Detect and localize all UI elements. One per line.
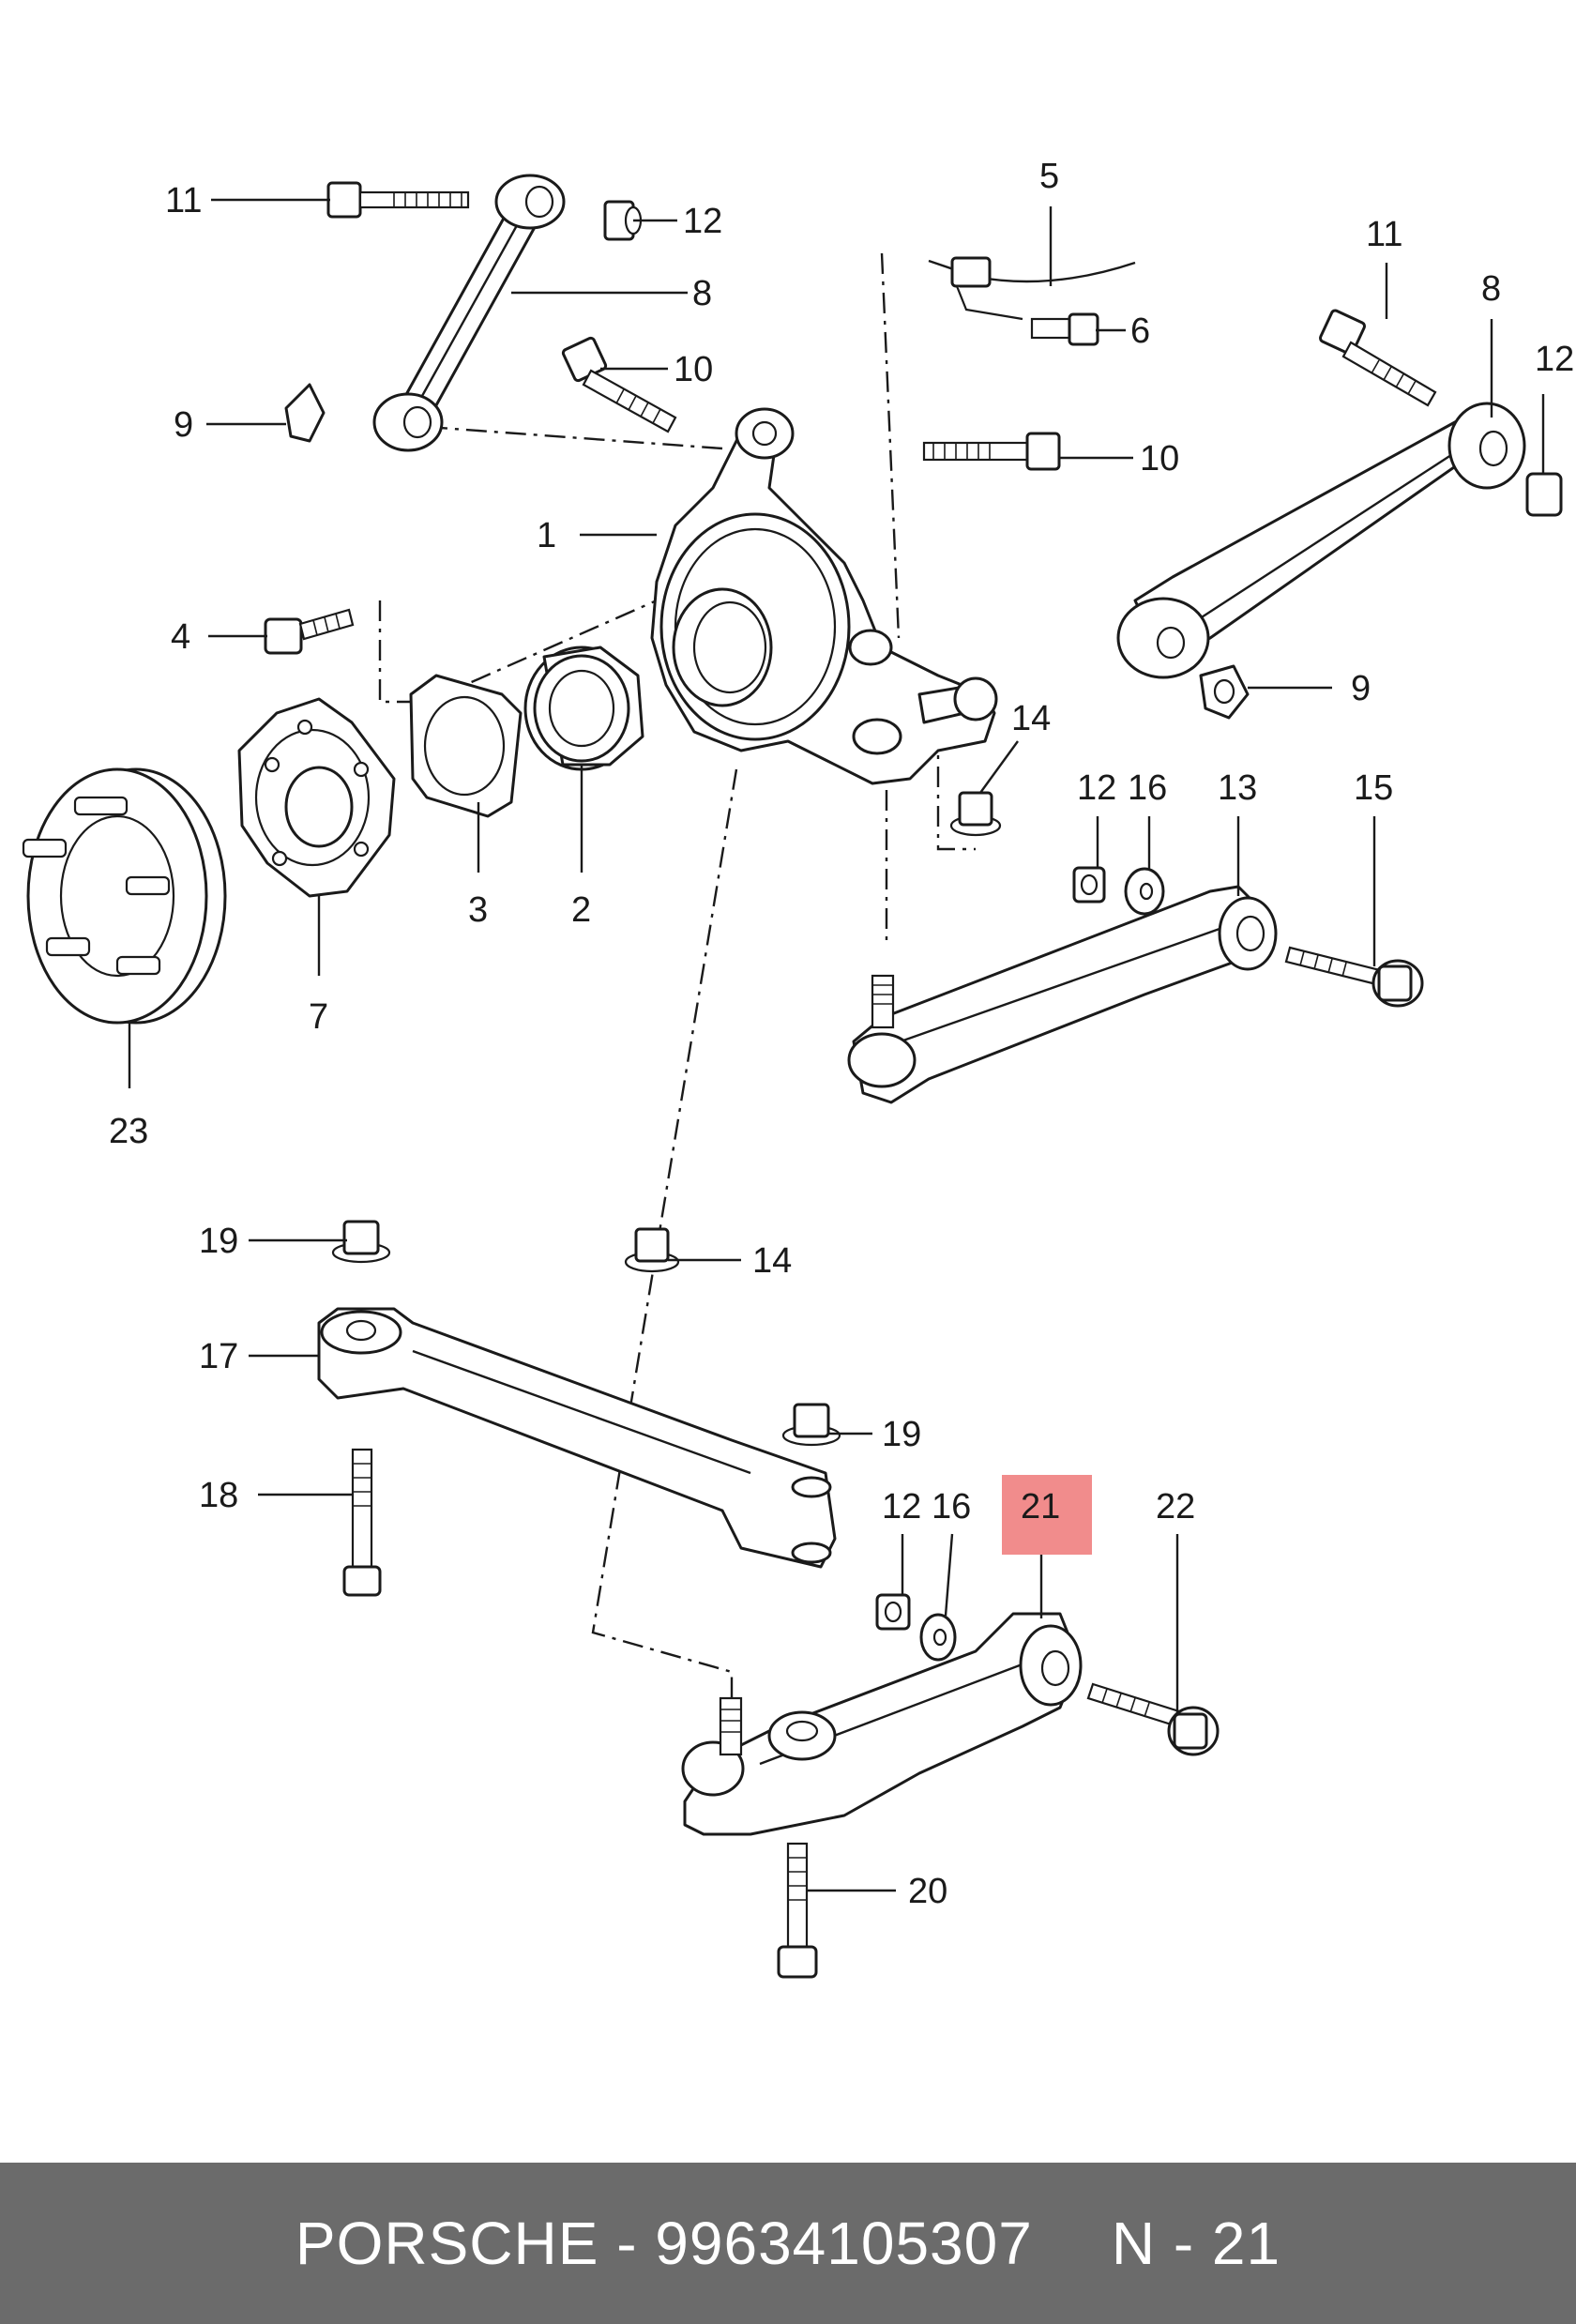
bolt-15 [1284, 946, 1424, 1008]
callout-13: 13 [1218, 768, 1257, 808]
part-number-footer: PORSCHE - 99634105307 N - 21 [0, 2163, 1576, 2324]
callout-1: 1 [537, 516, 556, 555]
callout-14-lower: 14 [752, 1241, 792, 1281]
control-arm-8-right [1116, 402, 1526, 679]
leader-lines [128, 198, 1545, 1892]
highlight-box-21 [1002, 1475, 1092, 1555]
bolt-10-right [922, 432, 1061, 471]
callout-2: 2 [571, 890, 591, 930]
callout-7: 7 [309, 997, 328, 1037]
callout-16-mid: 16 [1128, 768, 1167, 808]
callout-11-right: 11 [1366, 215, 1402, 254]
bolt-10-upper [561, 336, 677, 433]
nut-12-lower [875, 1593, 911, 1631]
assembly-lines [378, 252, 976, 1698]
diagram-reference: N - 21 [1111, 2210, 1281, 2277]
callout-labels: 11 12 8 10 9 10 5 6 1 4 3 2 7 23 14 11 8… [109, 157, 1574, 1911]
control-arm-21 [681, 1612, 1083, 1836]
callout-19-right: 19 [882, 1415, 921, 1454]
bolt-11-left [326, 181, 470, 219]
callout-6: 6 [1130, 311, 1150, 351]
suspension-exploded-diagram: 11 12 8 10 9 10 5 6 1 4 3 2 7 23 14 11 8… [22, 157, 1574, 1979]
bolt-11-right [1318, 309, 1437, 407]
callout-3: 3 [468, 890, 488, 930]
callout-16-lower: 16 [932, 1487, 971, 1527]
callout-23: 23 [109, 1112, 148, 1151]
callout-18: 18 [199, 1476, 238, 1515]
sensor-cable-5 [928, 256, 1136, 321]
hub-flange-7 [237, 697, 396, 898]
callout-14-upper: 14 [1011, 699, 1051, 738]
screw-4 [264, 608, 355, 655]
wheel-carrier-1 [650, 407, 998, 785]
washer-9-right [1199, 664, 1250, 720]
callout-22: 22 [1156, 1487, 1195, 1527]
callout-11-left: 11 [165, 181, 202, 220]
callout-21: 21 [1021, 1487, 1060, 1527]
washer-16-mid [1124, 867, 1165, 916]
callout-15: 15 [1354, 768, 1393, 808]
brand-part-number: PORSCHE - 99634105307 [295, 2210, 1033, 2277]
nut-19-left [331, 1220, 391, 1264]
nut-14-upper [949, 791, 1002, 837]
nut-12-mid [1072, 866, 1106, 904]
nut-19-right [781, 1403, 841, 1447]
callout-4: 4 [171, 617, 190, 657]
callout-9-right: 9 [1351, 669, 1371, 708]
control-arm-17 [317, 1307, 837, 1569]
callout-8-right: 8 [1481, 269, 1501, 309]
bolt-18 [342, 1448, 382, 1597]
callout-8-left: 8 [692, 274, 712, 313]
callout-20: 20 [908, 1872, 947, 1911]
backing-plate-3 [409, 674, 523, 818]
control-arm-13 [847, 885, 1278, 1104]
nut-12-right [1525, 472, 1563, 517]
brake-disc-23 [22, 767, 227, 1025]
callout-9-left: 9 [174, 405, 193, 445]
callout-10-upper: 10 [674, 350, 713, 389]
callout-19-left: 19 [199, 1222, 238, 1261]
callout-5: 5 [1039, 157, 1059, 196]
nut-14-lower [624, 1227, 680, 1273]
callout-12-lower: 12 [882, 1487, 921, 1527]
washer-9-left [284, 383, 326, 443]
callout-17: 17 [199, 1337, 238, 1376]
callout-10-right: 10 [1140, 439, 1179, 478]
callout-12-mid: 12 [1077, 768, 1116, 808]
screw-6 [1030, 312, 1099, 346]
bolt-22 [1086, 1682, 1220, 1756]
wheel-bearing-2 [523, 646, 644, 771]
callout-12-right: 12 [1535, 340, 1574, 379]
callout-12-top: 12 [683, 202, 722, 241]
control-arm-8-left [372, 174, 566, 452]
washer-16-lower [919, 1613, 957, 1662]
bolt-20 [777, 1842, 818, 1979]
